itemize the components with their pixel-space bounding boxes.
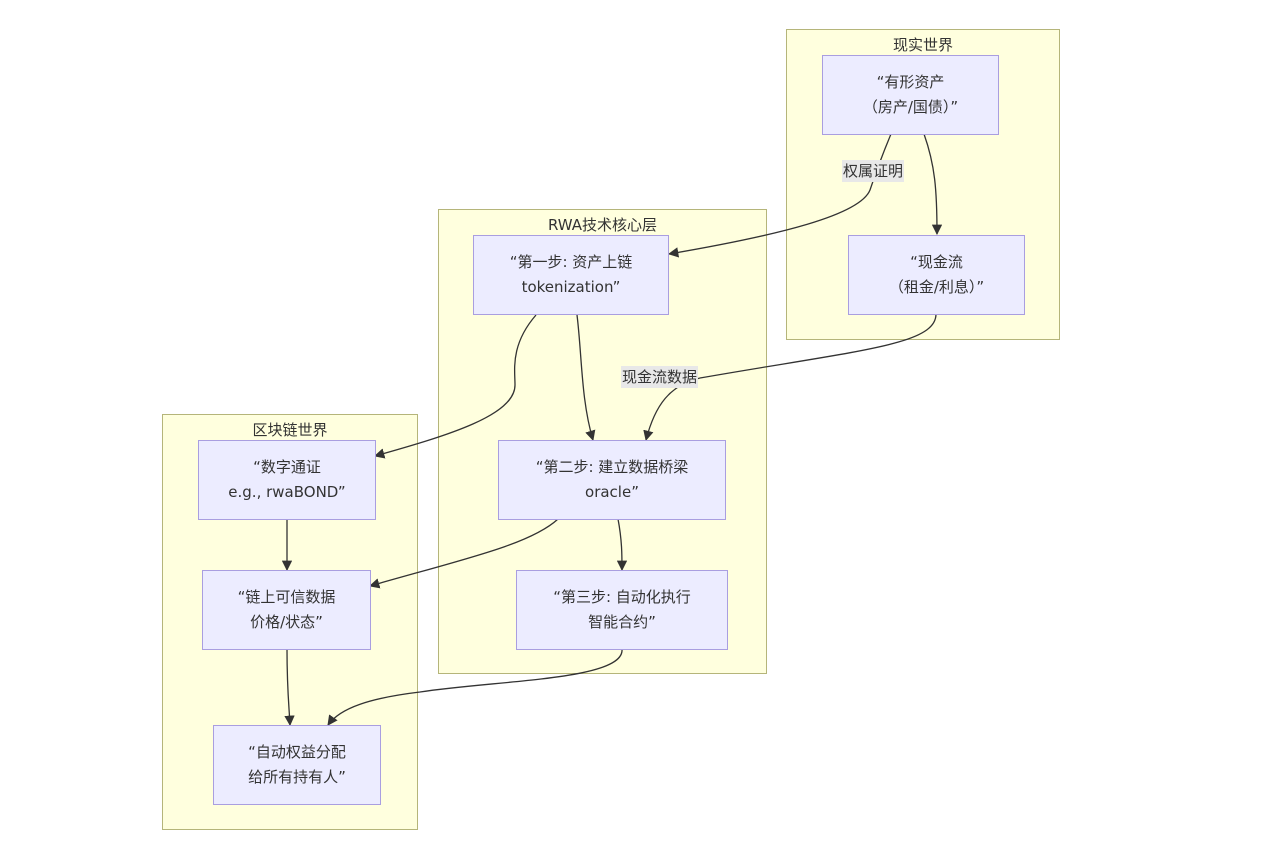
edge-onchain-to-distribution xyxy=(284,648,295,727)
node-step3-smart-contract[interactable]: “第三步: 自动化执行 智能合约” xyxy=(516,570,728,650)
node-step2-oracle[interactable]: “第二步: 建立数据桥梁 oracle” xyxy=(498,440,726,520)
edge-label-cashflow-data: 现金流数据 xyxy=(621,366,699,388)
edge-step1-to-digital-token xyxy=(373,314,537,459)
node-cash-flow[interactable]: “现金流 （租金/利息）” xyxy=(848,235,1025,315)
edge-step2-to-step3 xyxy=(616,518,628,572)
node-step1-tokenization[interactable]: “第一步: 资产上链 tokenization” xyxy=(473,235,669,315)
node-tangible-asset[interactable]: “有形资产 （房产/国债）” xyxy=(822,55,999,135)
cluster-title-real-world: 现实世界 xyxy=(892,36,953,54)
node-onchain-data[interactable]: “链上可信数据 价格/状态” xyxy=(202,570,371,650)
edge-step2-to-onchain xyxy=(369,518,559,589)
cluster-title-blockchain-world: 区块链世界 xyxy=(252,421,328,439)
edge-step3-to-distribution xyxy=(327,648,623,726)
node-digital-token[interactable]: “数字通证 e.g., rwaBOND” xyxy=(198,440,376,520)
node-auto-distribution[interactable]: “自动权益分配 给所有持有人” xyxy=(213,725,381,805)
edge-step1-to-step2 xyxy=(576,314,596,441)
cluster-title-core-layer: RWA技术核心层 xyxy=(547,216,658,234)
edge-tangible-to-cashflow xyxy=(923,133,943,236)
edge-label-ownership-proof: 权属证明 xyxy=(842,160,905,182)
edge-cashflow-to-step2 xyxy=(643,313,937,442)
